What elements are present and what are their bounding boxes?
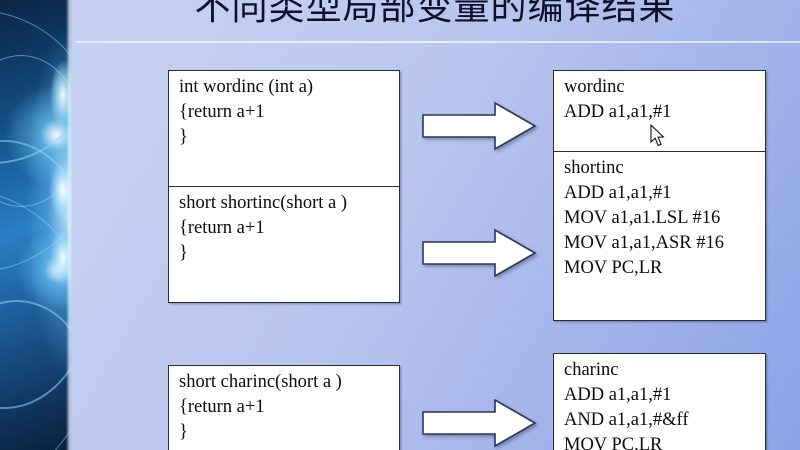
source-box-top: int wordinc (int a) {return a+1 } short … [168,70,400,303]
decorative-side-panel [0,0,72,450]
code-line: ADD a1,a1,#1 [564,385,672,405]
code-line: AND a1,a1,#&ff [564,410,689,430]
asm-box-bottom: charinc ADD a1,a1,#1 AND a1,a1,#&ff MOV … [553,353,766,450]
swirl-arc-5 [0,300,72,450]
code-line: {return a+1 [179,397,265,417]
code-line: {return a+1 [179,218,265,238]
code-line: ADD a1,a1,#1 [564,102,672,122]
shortinc-source-cell: short shortinc(short a ) {return a+1 } [169,186,399,302]
title-divider-rule [76,41,800,43]
slide-title: 不同类型局部变量的编译结果 [194,0,676,28]
code-line: MOV PC,LR [564,435,663,450]
code-line: int wordinc (int a) [179,77,314,97]
right-block-arrow-icon [421,228,537,278]
code-line: } [179,243,188,263]
code-line: charinc [564,360,619,380]
code-line: short charinc(short a ) [179,372,342,392]
code-line: } [179,127,188,147]
wordinc-asm-cell: wordinc ADD a1,a1,#1 [554,71,765,151]
panel-edge-highlight [66,0,72,450]
right-block-arrow-icon [421,101,537,151]
code-line: MOV a1,a1.LSL #16 [564,208,721,228]
wordinc-source-cell: int wordinc (int a) {return a+1 } [169,71,399,186]
code-line: ADD a1,a1,#1 [564,183,672,203]
source-box-bottom: short charinc(short a ) {return a+1 } [168,365,400,450]
code-line: MOV a1,a1,ASR #16 [564,233,724,253]
asm-box-top: wordinc ADD a1,a1,#1 shortinc ADD a1,a1,… [553,70,766,321]
shortinc-asm-cell: shortinc ADD a1,a1,#1 MOV a1,a1.LSL #16 … [554,151,765,321]
code-line: } [179,422,188,442]
charinc-asm-cell: charinc ADD a1,a1,#1 AND a1,a1,#&ff MOV … [554,354,765,450]
code-line: wordinc [564,77,625,97]
code-line: {return a+1 [179,102,265,122]
code-line: short shortinc(short a ) [179,193,348,213]
right-block-arrow-icon [421,398,537,448]
code-line: MOV PC,LR [564,258,663,278]
code-line: shortinc [564,158,624,178]
charinc-source-cell: short charinc(short a ) {return a+1 } [169,366,399,449]
swirl-arc-4 [0,190,72,450]
